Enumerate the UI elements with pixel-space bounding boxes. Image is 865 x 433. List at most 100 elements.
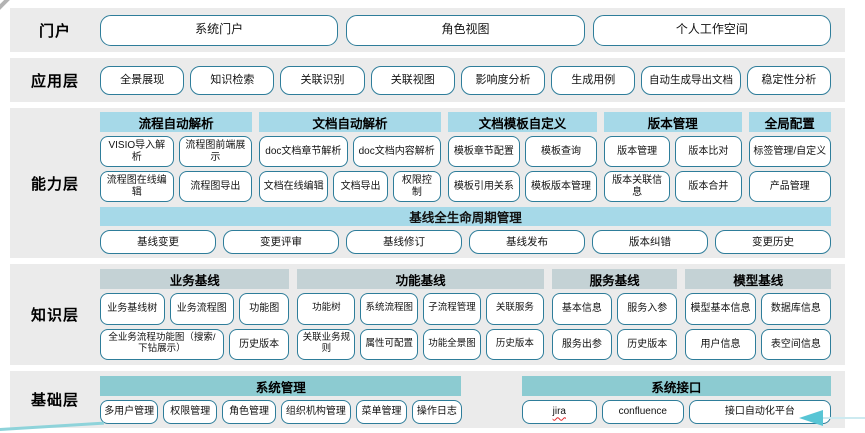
knowledge-item-button[interactable]: 历史版本 — [228, 328, 290, 360]
portal-layer-label: 门户 — [38, 22, 71, 40]
capability-item-button[interactable]: 模板查询 — [524, 136, 598, 167]
baseline-item-button[interactable]: 变更历史 — [715, 230, 831, 254]
capability-item-button[interactable]: 标签管理/自定义 — [748, 136, 831, 167]
layer-band-portal: 门户 系统门户 角色视图 个人工作空间 — [10, 8, 845, 52]
knowledge-item-button[interactable]: 系统流程图 — [360, 293, 419, 325]
capability-item-button[interactable]: 模板版本管理 — [524, 171, 598, 202]
group-template-custom: 文档模板自定义 模板章节配置 模板查询 模板引用关系 模板版本管理 — [447, 112, 598, 202]
layer-band-capability: 能力层 流程自动解析 VISIO导入解析 流程图前端展示 流程图在线编辑 流程图… — [10, 108, 845, 258]
app-item-button[interactable]: 全景展现 — [100, 65, 185, 95]
capability-item-button[interactable]: doc文档内容解析 — [352, 136, 441, 167]
group-header: 流程自动解析 — [100, 112, 253, 132]
capability-item-button[interactable]: 文档在线编辑 — [259, 171, 329, 202]
base-item-button[interactable]: 操作日志 — [412, 400, 462, 424]
bottom-right-arrow-icon — [799, 410, 823, 426]
group-header: 业务基线 — [100, 269, 290, 289]
baseline-item-button[interactable]: 版本纠错 — [592, 230, 708, 254]
baseline-item-button[interactable]: 基线变更 — [100, 230, 216, 254]
knowledge-item-button[interactable]: 关联业务规则 — [297, 328, 356, 360]
knowledge-item-button[interactable]: 子流程管理 — [423, 293, 481, 325]
capability-item-button[interactable]: 版本关联信息 — [604, 171, 671, 202]
group-header: 系统管理 — [100, 376, 462, 396]
knowledge-item-button[interactable]: 基本信息 — [551, 293, 613, 325]
base-item-button[interactable]: 组织机构管理 — [280, 400, 351, 424]
base-item-button[interactable]: 权限管理 — [163, 400, 218, 424]
group-version-mgmt: 版本管理 版本管理 版本比对 版本关联信息 版本合并 — [604, 112, 742, 202]
app-item-button[interactable]: 关联识别 — [280, 65, 365, 95]
system-portal-button[interactable]: 系统门户 — [100, 14, 339, 46]
base-item-button[interactable]: 菜单管理 — [355, 400, 408, 424]
group-header: 模型基线 — [685, 269, 831, 289]
application-layer-label: 应用层 — [30, 72, 79, 90]
bottom-right-arrow-line — [819, 417, 865, 419]
knowledge-item-button[interactable]: 表空间信息 — [760, 328, 831, 360]
base-item-button[interactable]: 角色管理 — [222, 400, 276, 424]
app-item-button[interactable]: 关联视图 — [370, 65, 455, 95]
capability-item-button[interactable]: doc文档章节解析 — [259, 136, 348, 167]
capability-item-button[interactable]: 版本合并 — [675, 171, 742, 202]
base-item-button-confluence[interactable]: confluence — [601, 400, 684, 424]
knowledge-item-button[interactable]: 属性可配置 — [360, 328, 419, 360]
group-service-baseline: 服务基线 基本信息 服务入参 服务出参 历史版本 — [551, 269, 678, 360]
group-model-baseline: 模型基线 模型基本信息 数据库信息 用户信息 表空间信息 — [685, 269, 831, 360]
group-header: 系统接口 — [521, 376, 831, 396]
knowledge-item-button[interactable]: 用户信息 — [685, 328, 756, 360]
group-header: 功能基线 — [297, 269, 544, 289]
app-item-button[interactable]: 稳定性分析 — [746, 65, 831, 95]
capability-item-button[interactable]: 流程图前端展示 — [178, 136, 253, 167]
layer-band-knowledge: 知识层 业务基线 业务基线树 业务流程图 功能图 全业务流程功能图（搜索/下钻展… — [10, 264, 845, 365]
role-view-button[interactable]: 角色视图 — [346, 14, 585, 46]
knowledge-item-button[interactable]: 功能图 — [239, 293, 290, 325]
capability-item-button[interactable]: 流程图导出 — [178, 171, 253, 202]
group-header: 文档自动解析 — [259, 112, 441, 132]
capability-item-button[interactable]: 权限控制 — [393, 171, 441, 202]
layer-band-application: 应用层 全景展现 知识检索 关联识别 关联视图 影响度分析 生成用例 自动生成导… — [10, 58, 845, 102]
capability-item-button[interactable]: 版本管理 — [604, 136, 671, 167]
capability-item-button[interactable]: 版本比对 — [675, 136, 742, 167]
baseline-item-button[interactable]: 变更评审 — [223, 230, 339, 254]
app-item-button[interactable]: 知识检索 — [190, 65, 275, 95]
capability-item-button[interactable]: 模板章节配置 — [447, 136, 520, 167]
capability-item-button[interactable]: 产品管理 — [748, 171, 831, 202]
group-system-mgmt: 系统管理 多用户管理 权限管理 角色管理 组织机构管理 菜单管理 操作日志 — [100, 376, 462, 424]
group-business-baseline: 业务基线 业务基线树 业务流程图 功能图 全业务流程功能图（搜索/下钻展示） 历… — [100, 269, 290, 360]
baseline-item-button[interactable]: 基线修订 — [346, 230, 462, 254]
capability-item-button[interactable]: 模板引用关系 — [447, 171, 520, 202]
capability-layer-label: 能力层 — [30, 175, 79, 193]
knowledge-item-button[interactable]: 模型基本信息 — [685, 293, 756, 325]
knowledge-layer-label: 知识层 — [30, 307, 79, 324]
group-header: 全局配置 — [748, 112, 831, 132]
group-header: 文档模板自定义 — [447, 112, 598, 132]
baseline-item-button[interactable]: 基线发布 — [469, 230, 585, 254]
knowledge-item-button[interactable]: 服务出参 — [551, 328, 613, 360]
knowledge-item-button[interactable]: 业务基线树 — [100, 293, 165, 325]
group-process-parse: 流程自动解析 VISIO导入解析 流程图前端展示 流程图在线编辑 流程图导出 — [100, 112, 253, 202]
base-item-button-jira[interactable]: jira — [521, 400, 597, 424]
knowledge-item-button[interactable]: 全业务流程功能图（搜索/下钻展示） — [100, 328, 224, 360]
baseline-lifecycle-header: 基线全生命周期管理 — [100, 207, 831, 226]
knowledge-item-button[interactable]: 历史版本 — [617, 328, 678, 360]
personal-workspace-button[interactable]: 个人工作空间 — [592, 14, 831, 46]
knowledge-item-button[interactable]: 数据库信息 — [760, 293, 831, 325]
base-layer-label: 基础层 — [30, 392, 79, 409]
capability-item-button[interactable]: 文档导出 — [333, 171, 388, 202]
app-item-button[interactable]: 生成用例 — [551, 65, 636, 95]
capability-item-button[interactable]: 流程图在线编辑 — [100, 171, 174, 202]
app-item-button[interactable]: 自动生成导出文档 — [641, 65, 741, 95]
layer-band-base: 基础层 系统管理 多用户管理 权限管理 角色管理 组织机构管理 菜单管理 操作日… — [10, 371, 845, 428]
group-function-baseline: 功能基线 功能树 系统流程图 子流程管理 关联服务 关联业务规则 属性可配置 功… — [297, 269, 544, 360]
capability-item-button[interactable]: VISIO导入解析 — [100, 136, 174, 167]
group-header: 版本管理 — [604, 112, 742, 132]
knowledge-item-button[interactable]: 关联服务 — [485, 293, 544, 325]
app-item-button[interactable]: 影响度分析 — [460, 65, 546, 95]
base-item-button[interactable]: 多用户管理 — [100, 400, 159, 424]
knowledge-item-button[interactable]: 功能全景图 — [423, 328, 481, 360]
knowledge-item-button[interactable]: 功能树 — [297, 293, 356, 325]
band-gap — [461, 376, 521, 424]
knowledge-item-button[interactable]: 服务入参 — [617, 293, 678, 325]
knowledge-item-button[interactable]: 业务流程图 — [169, 293, 235, 325]
knowledge-item-button[interactable]: 历史版本 — [485, 328, 544, 360]
group-doc-parse: 文档自动解析 doc文档章节解析 doc文档内容解析 文档在线编辑 文档导出 权… — [259, 112, 441, 202]
group-system-interface: 系统接口 jira confluence 接口自动化平台 — [521, 376, 832, 424]
